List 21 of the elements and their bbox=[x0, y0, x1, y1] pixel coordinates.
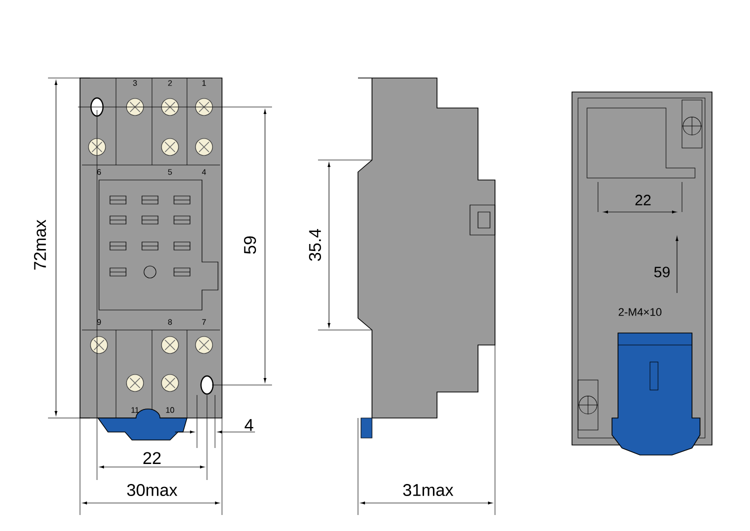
terminal-number: 2 bbox=[168, 80, 172, 86]
dimension-label: 4 bbox=[244, 419, 254, 431]
dimension-label: 35.4 bbox=[308, 228, 322, 261]
terminal-number: 11 bbox=[131, 407, 139, 413]
terminal-number: 8 bbox=[168, 319, 172, 325]
terminal-number: 10 bbox=[166, 407, 174, 413]
dimension-label: 72max bbox=[34, 220, 46, 270]
dimension-label: 59 bbox=[244, 236, 256, 254]
terminal-number: 6 bbox=[97, 169, 101, 175]
terminal-number: 1 bbox=[202, 80, 206, 86]
dimension-label: 31max bbox=[403, 484, 454, 496]
dimension-label: 22 bbox=[635, 194, 651, 206]
dimension-label: 30max bbox=[127, 484, 178, 496]
terminal-number: 4 bbox=[202, 169, 206, 175]
dimension-label: 2-M4×10 bbox=[618, 308, 662, 316]
terminal-number: 3 bbox=[133, 80, 137, 86]
terminal-number: 5 bbox=[168, 169, 172, 175]
terminal-number: 7 bbox=[202, 319, 206, 325]
terminal-number: 9 bbox=[97, 319, 101, 325]
dimension-label: 59 bbox=[654, 266, 670, 278]
dimension-label: 22 bbox=[143, 452, 161, 464]
